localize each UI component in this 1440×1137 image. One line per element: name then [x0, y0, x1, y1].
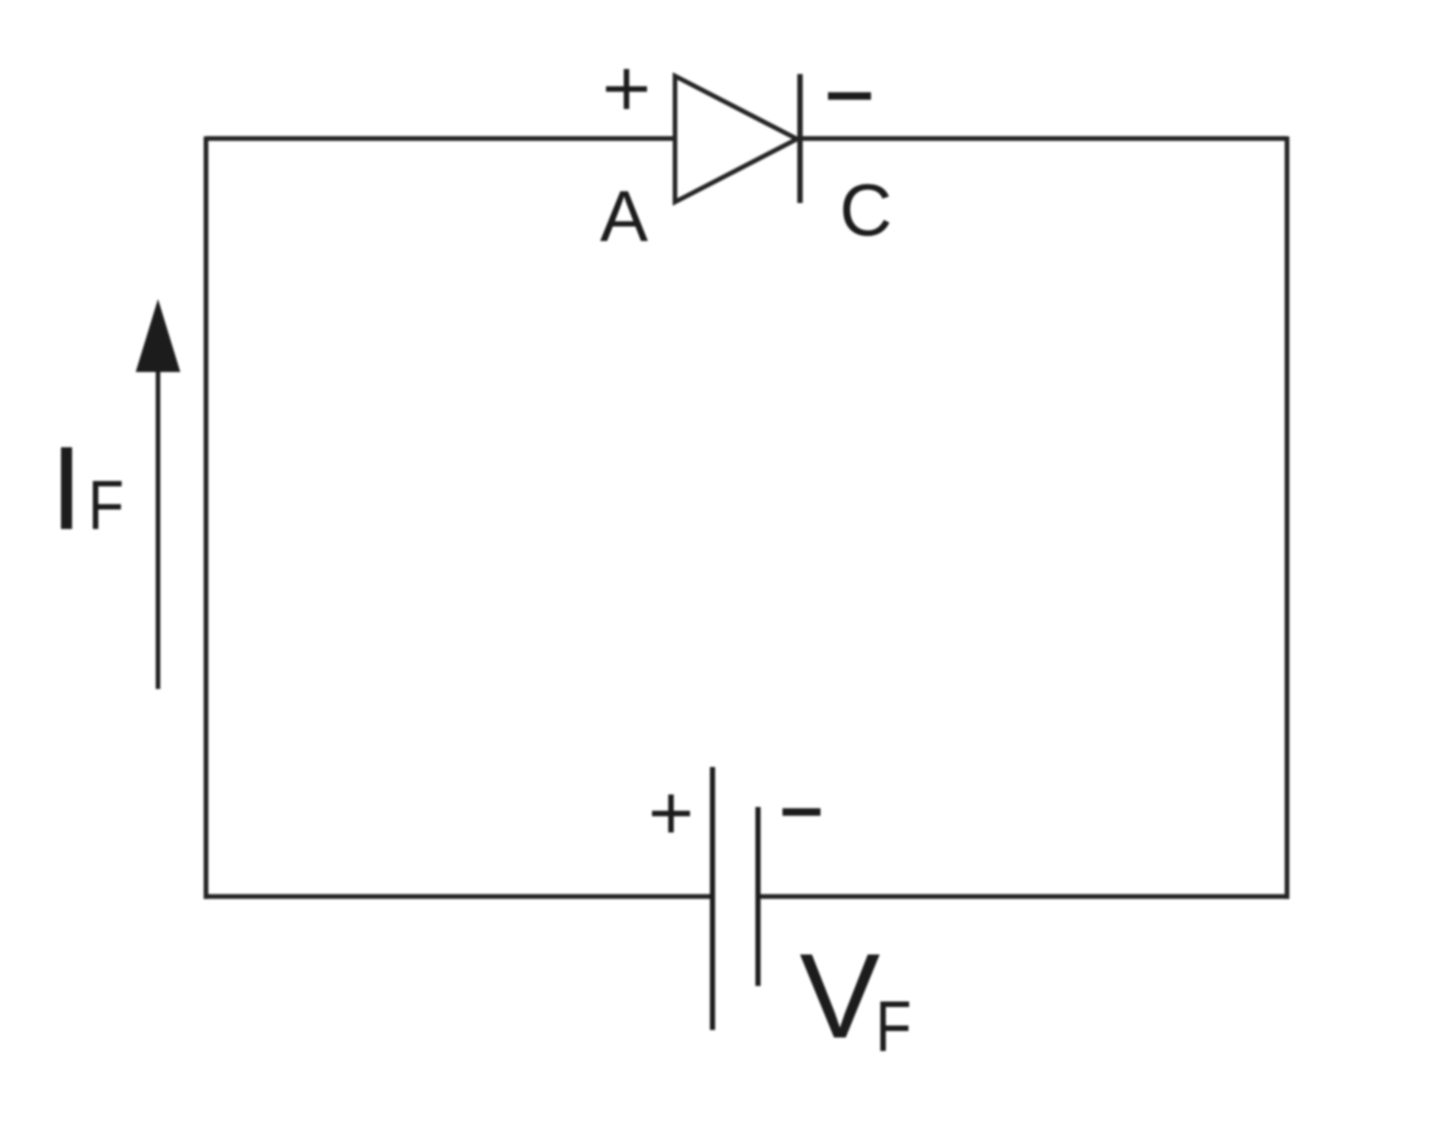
svg-text:F: F: [876, 988, 912, 1067]
svg-text:F: F: [88, 466, 124, 544]
svg-text:V: V: [800, 928, 881, 1064]
svg-text:I: I: [50, 422, 83, 555]
svg-text:A: A: [600, 177, 648, 257]
svg-text:C: C: [840, 171, 893, 252]
